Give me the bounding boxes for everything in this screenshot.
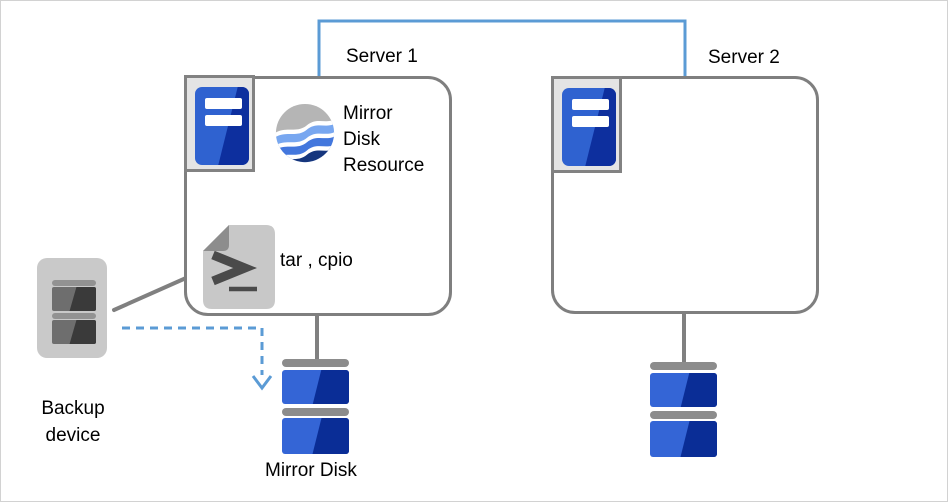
disk-platter [650, 373, 717, 407]
device-slot-bar [52, 313, 96, 319]
server-slot-bar [205, 98, 242, 109]
shell-script-file-icon [203, 225, 275, 309]
backup-device-label: Backup device [41, 398, 105, 446]
server-tower-body [195, 87, 249, 165]
mirror-disk-icon [650, 362, 717, 457]
device-tape-slot [52, 287, 96, 311]
server-tower-icon [551, 76, 622, 173]
tools-label: tar , cpio [280, 250, 353, 271]
prompt-chevron [211, 250, 257, 286]
disk-cap [282, 359, 349, 367]
mirror-disk-label: Mirror Disk [265, 460, 357, 481]
device-slot-bar [52, 280, 96, 286]
server2-box [551, 76, 819, 314]
server2-label: Server 2 [708, 47, 780, 68]
arrowhead-down-icon [251, 375, 273, 391]
dashed-arrow-path [122, 326, 264, 375]
wave-globe-icon [275, 103, 335, 163]
server-slot-bar [572, 99, 609, 110]
server-tower-body [562, 88, 616, 166]
disk-platter [282, 370, 349, 404]
server-slot-bar [572, 116, 609, 127]
disk-cap [650, 362, 717, 370]
backup-to-disk-arrow [122, 326, 273, 391]
server-tower-icon [184, 75, 255, 172]
disk-cap [282, 408, 349, 416]
mirror-disk-icon [282, 359, 349, 454]
disk-platter [282, 418, 349, 454]
interconnect-line [317, 19, 687, 78]
disk-cap [650, 411, 717, 419]
backup-tape-device-icon [37, 258, 107, 358]
backup-to-server-line [112, 276, 188, 312]
device-tape-slot [52, 320, 96, 344]
server1-label: Server 1 [346, 46, 418, 67]
disk-platter [650, 421, 717, 457]
server-slot-bar [205, 115, 242, 126]
fold-corner [203, 225, 229, 251]
mirror-disk-resource-label: Mirror Disk Resource [343, 103, 425, 176]
